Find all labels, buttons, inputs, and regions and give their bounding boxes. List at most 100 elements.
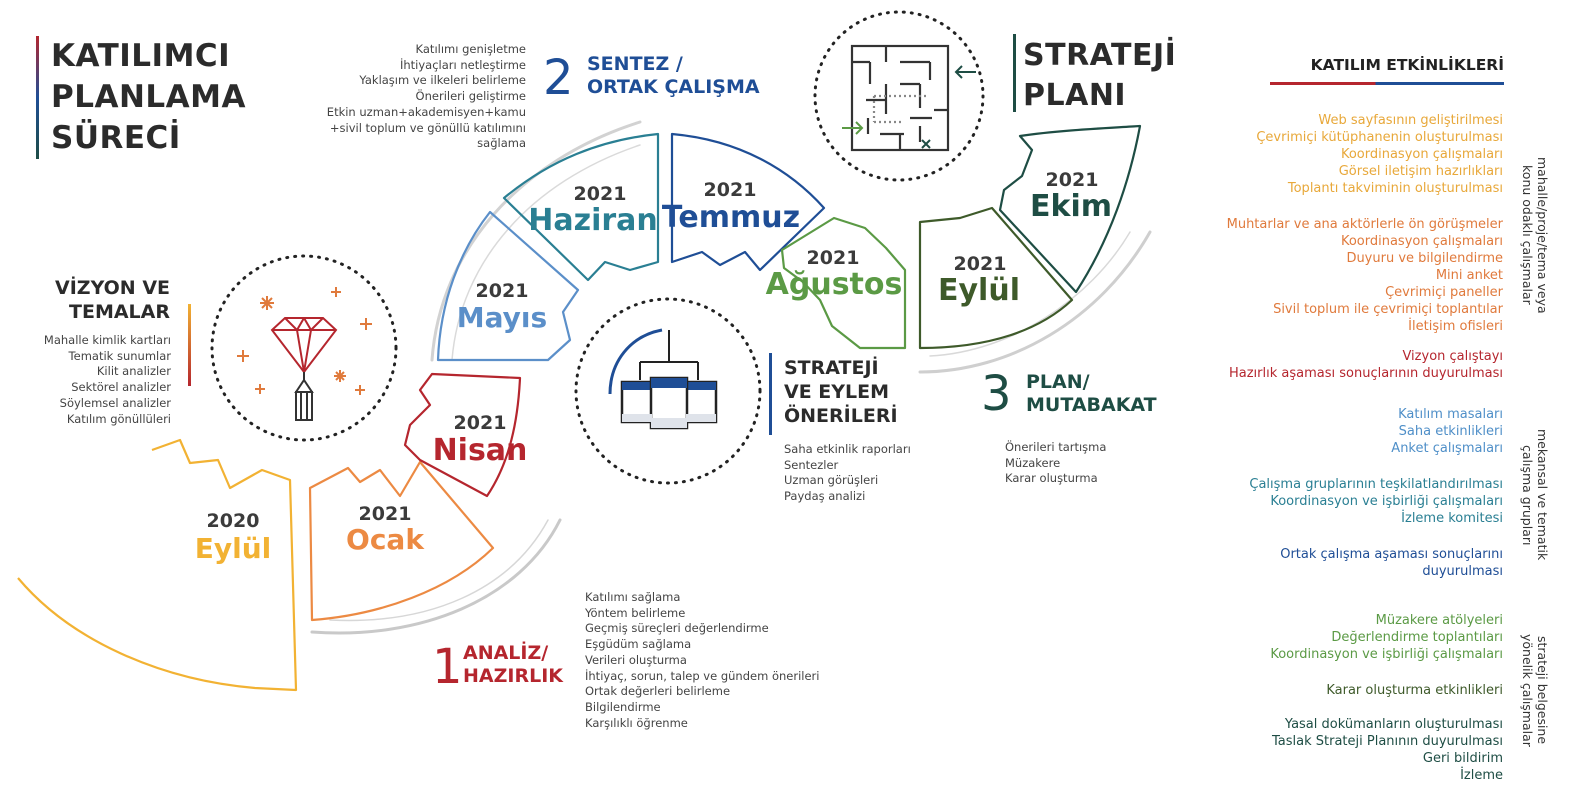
phase-number: 3 [981,366,1012,422]
segment-eylul-2021 [918,206,1074,350]
analiz-list: Katılımı sağlama Yöntem belirleme Geçmiş… [585,590,819,731]
month-label: Eylül [938,273,1020,308]
list-item: Çalışma gruplarının teşkilatlandırılması [1249,477,1503,492]
sparkle-icon [237,287,372,395]
list-item: +sivil toplum ve gönüllü katılımını [329,120,526,135]
list-item: Bilgilendirme [585,699,661,714]
list-item: Web sayfasının geliştirilmesi [1318,113,1503,128]
vizyon-title: VİZYON VE [55,277,170,299]
title-line: PLANI [1023,78,1127,113]
list-item: Koordinasyon çalışmaları [1340,234,1503,249]
list-item: Değerlendirme toplantıları [1331,630,1503,645]
year-label: 2021 [1046,169,1099,191]
title-line: PLANLAMA [51,79,246,115]
phase-title-line: ANALİZ/ [463,642,549,664]
phase-title-line: HAZIRLIK [463,665,563,687]
plan-list: Önerileri tartışma Müzakere Karar oluştu… [1005,440,1106,487]
guide-arc [929,231,1131,357]
diamond-icon [270,317,338,374]
strateji-eylem-title: STRATEJİ VE EYLEM ÖNERİLERİ [784,356,898,428]
heading-line: ÖNERİLERİ [784,405,898,427]
list-item: Sivil toplum ile çevrimiçi toplantılar [1273,302,1503,317]
guide-arc [329,519,549,622]
month-label: Mayıs [457,301,547,334]
segment-ekim [998,124,1142,294]
list-item: Geri bildirim [1422,751,1503,766]
list-item: İzleme komitesi [1401,511,1503,526]
year-label: 2020 [207,510,260,532]
vizyon-title: TEMALAR [69,301,170,323]
segment-eylul-2020 [17,438,298,692]
segment-temmuz [670,132,826,272]
event-group: Yasal dokümanların oluşturulması Taslak … [1272,716,1503,784]
vizyon-list: Mahalle kimlik kartları Tematik sunumlar… [10,333,171,427]
guide-arc [430,120,642,362]
list-item: Koordinasyon çalışmaları [1340,147,1503,162]
strateji-plani-title: STRATEJİ PLANI [1023,36,1176,116]
vizyon-circle [210,254,398,442]
year-label: 2021 [954,253,1007,275]
heading-line: VE EYLEM [784,381,890,403]
list-item: Geçmiş süreçleri değerlendirme [585,621,769,636]
side-label: strateji belgesine yönelik çalışmalar [1520,633,1550,747]
list-item: Hazırlık aşaması sonuçlarının duyurulmas… [1228,366,1503,381]
list-item: Katılım gönüllüleri [66,411,171,426]
event-group: Karar oluşturma etkinlikleri [1326,682,1503,699]
list-item: Yasal dokümanların oluşturulması [1284,717,1503,732]
list-item: Taslak Strateji Planının duyurulması [1271,734,1503,749]
guide-arc [310,518,562,635]
list-item: Çevrimiçi kütüphanenin oluşturulması [1256,130,1503,145]
event-group: Ortak çalışma aşaması sonuçlarını duyuru… [1280,546,1503,580]
list-item: duyurulması [1422,564,1503,579]
list-item: Uzman görüşleri [784,473,879,488]
analiz-title: ANALİZ/ HAZIRLIK [463,642,563,688]
phase-title-line: PLAN/ [1026,371,1090,393]
guide-arc [918,230,1152,374]
phase-number: 2 [543,50,574,106]
list-item: Söylemsel analizler [59,395,171,410]
list-item: Ortak değerleri belirleme [585,684,731,699]
list-item: Duyuru ve bilgilendirme [1346,251,1503,266]
list-item: sağlama [477,136,526,151]
phase-title-line: SENTEZ / [587,53,683,75]
event-group: Muhtarlar ve ana aktörlerle ön görüşmele… [1227,216,1503,335]
list-item: Muhtarlar ve ana aktörlerle ön görüşmele… [1226,217,1503,232]
title-line: SÜRECİ [51,120,181,156]
guide-arc [451,144,641,361]
year-label: 2021 [454,412,507,434]
list-item: Önerileri tartışma [1005,440,1107,454]
list-item: Sektörel analizler [71,380,171,395]
list-item: Verileri oluşturma [585,652,687,667]
list-item: Anket çalışmaları [1391,441,1503,456]
month-label: Ekim [1030,189,1112,224]
event-group: Müzakere atölyeleri Değerlendirme toplan… [1270,612,1503,663]
segment-mayis [436,210,580,362]
list-item: Ortak çalışma aşaması sonuçlarını [1280,547,1503,562]
list-item: Çevrimiçi paneller [1385,285,1503,300]
list-item: Koordinasyon ve işbirliği çalışmaları [1270,494,1503,509]
list-item: Karar oluşturma [1005,471,1098,486]
month-label: Eylül [195,532,272,565]
list-item: Koordinasyon ve işbirliği çalışmaları [1270,647,1503,662]
title-line: STRATEJİ [1023,38,1177,73]
list-item: Görsel iletişim hazırlıkları [1338,164,1503,179]
year-label: 2021 [359,503,412,525]
list-item: Eşgüdüm sağlama [585,637,692,652]
vizyon-divider [188,304,191,386]
etkinlikler-title: KATILIM ETKİNLİKLERİ [1310,56,1504,74]
arrow-right-icon [842,121,864,135]
list-item: Toplantı takviminin oluşturulması [1287,181,1503,196]
segment-ocak [308,460,495,622]
list-item: İletişim ofisleri [1408,319,1503,334]
plani-divider [1013,34,1016,112]
list-item: Katılımı sağlama [585,590,681,604]
heading-line: STRATEJİ [784,357,879,379]
strateji-plani-circle [813,10,985,182]
plan-title: PLAN/ MUTABAKAT [1026,371,1157,417]
side-label: mahalle/proje/tema veya konu odaklı çalı… [1520,156,1550,314]
event-group: Çalışma gruplarının teşkilatlandırılması… [1249,476,1503,527]
month-label: Ocak [346,523,425,556]
list-item: Tematik sunumlar [68,348,171,363]
sentez-list: Katılımı genişletme İhtiyaçları netleşti… [290,42,526,152]
